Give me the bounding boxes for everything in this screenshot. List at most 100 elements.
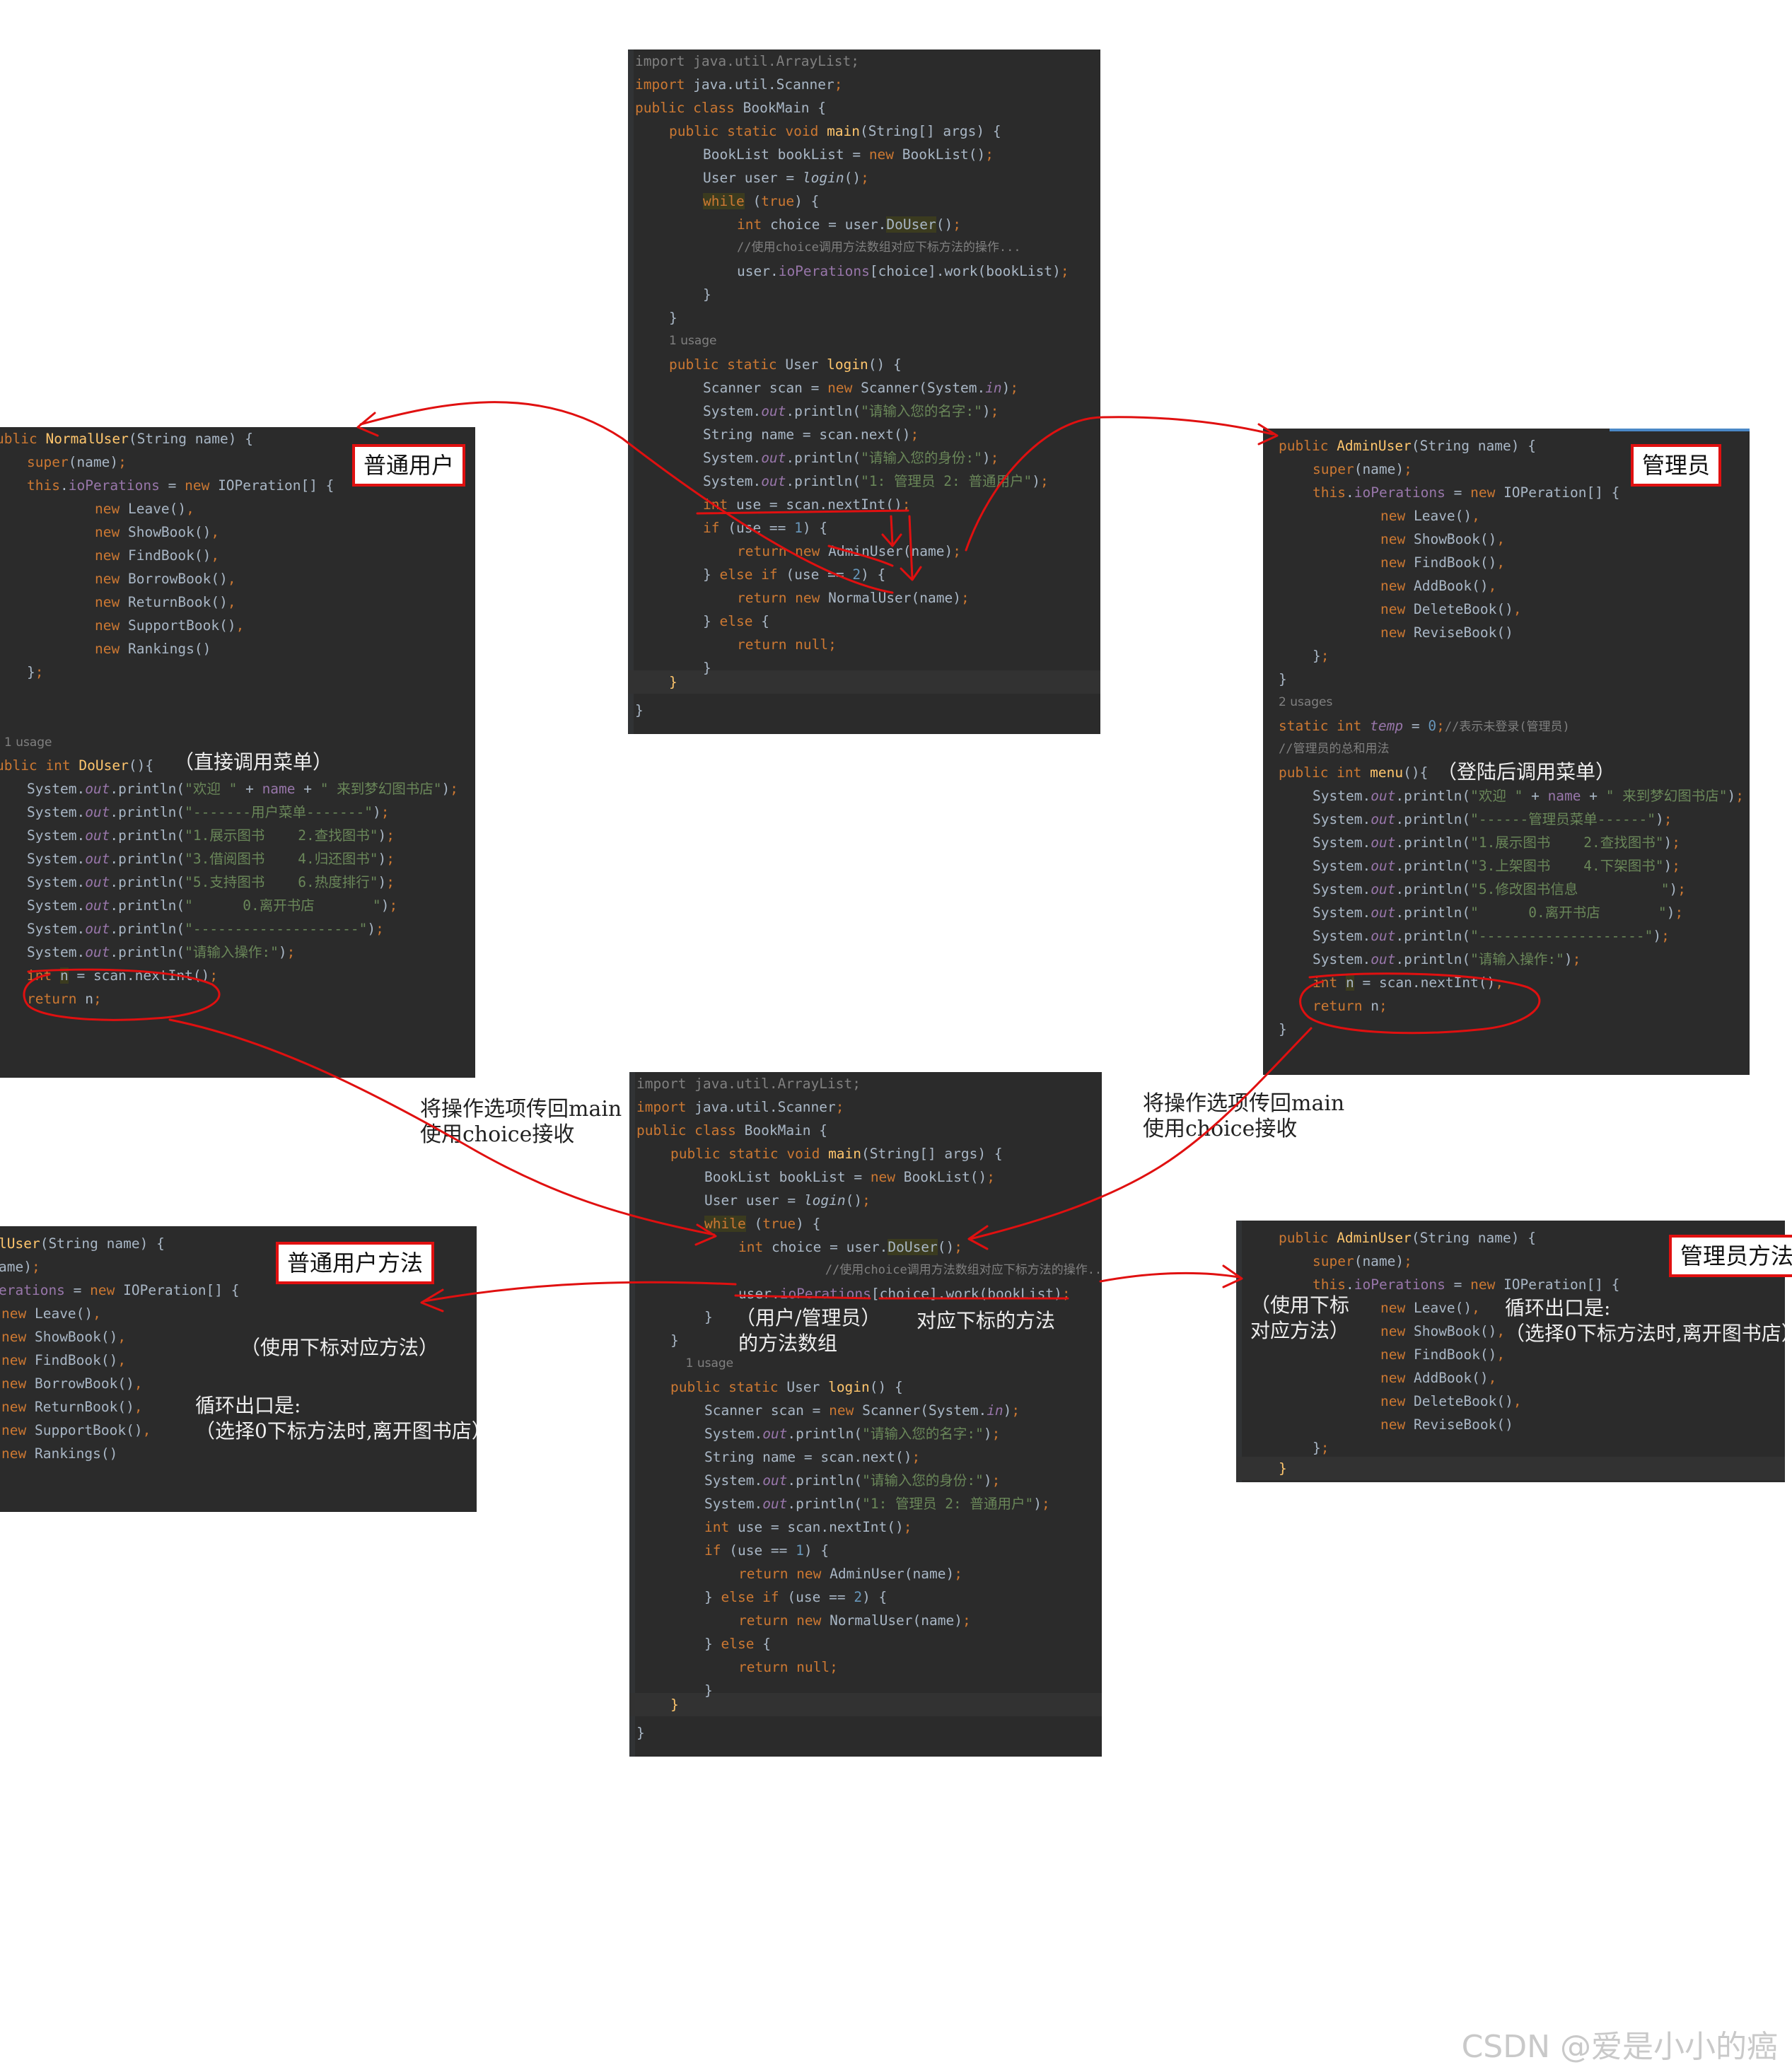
code-line: new FindBook(),: [1380, 554, 1506, 571]
code-line: }: [704, 1309, 713, 1325]
code-line: }: [669, 310, 677, 326]
code-line: return new NormalUser(name);: [737, 590, 970, 606]
circle-admin-return: [1299, 972, 1541, 1035]
code-line: System.out.println("--------------------…: [27, 921, 384, 937]
arrow-head: [420, 1288, 444, 1313]
code-line: System.out.println("3.上架图书 4.下架图书");: [1313, 858, 1680, 874]
arrow-to-normal-methods: [423, 1281, 737, 1303]
note-return-right-1: 将操作选项传回main: [1143, 1091, 1345, 1116]
arrow-head: [1257, 423, 1279, 446]
code-line: return n;: [27, 991, 102, 1007]
arrow-to-admin-return: [881, 515, 902, 547]
note-login-menu: （登陆后调用菜单）: [1437, 760, 1616, 784]
code-line: }: [1279, 671, 1287, 687]
code-line: BookList bookList = new BookList();: [703, 146, 994, 163]
code-line: }: [670, 1332, 679, 1349]
code-line: }: [636, 1725, 645, 1741]
code-line: } else if (use == 2) {: [704, 1589, 888, 1605]
code-area: ublic NormalUser(String name) { super(na…: [0, 427, 475, 1078]
arrow-head: [1222, 1264, 1243, 1288]
code-line: System.out.println("-------用户菜单-------")…: [27, 804, 390, 820]
code-line: }: [703, 660, 711, 676]
code-line: String name = scan.next();: [704, 1449, 921, 1465]
current-line-highlight: [1236, 1457, 1785, 1480]
code-line: public AdminUser(String name) {: [1279, 438, 1536, 454]
arrow-head: [967, 1225, 989, 1250]
code-line: System.out.println("5.支持图书 6.热度排行");: [27, 874, 395, 890]
admin-user-panel: public AdminUser(String name) { super(na…: [1263, 429, 1750, 1075]
code-line: if (use == 1) {: [704, 1542, 830, 1559]
code-line: new AddBook(),: [1380, 578, 1497, 594]
arrow-admin-to-choice: [969, 1027, 1313, 1240]
code-line: import java.util.Scanner;: [636, 1099, 844, 1115]
main-class-panel-bottom: import java.util.ArrayList; import java.…: [629, 1072, 1102, 1757]
code-line: import java.util.Scanner;: [635, 76, 843, 93]
code-line: while (true) {: [703, 193, 820, 209]
code-line: new ReviseBook(): [1380, 1416, 1513, 1433]
arrow-login-to-normal-user: [359, 401, 894, 594]
code-line: System.out.println("欢迎 " + name + " 来到梦幻…: [27, 781, 458, 797]
code-line: System.out.println("请输入您的身份:");: [704, 1472, 1001, 1489]
code-line: new Rankings(): [95, 641, 211, 657]
code-line: return null;: [737, 636, 837, 653]
arrow-else-if: [827, 545, 894, 567]
code-line: public int menu(){: [1279, 764, 1429, 781]
code-line: }: [1279, 1021, 1287, 1037]
arrow-head: [356, 412, 379, 437]
code-line: this.ioPerations = new IOPeration[] {: [27, 477, 334, 494]
code-line: return n;: [1313, 998, 1387, 1014]
code-line: Scanner scan = new Scanner(System.in);: [704, 1402, 1020, 1419]
code-line: System.out.println("请输入您的名字:");: [704, 1426, 1001, 1442]
code-line: ame);: [0, 1259, 40, 1275]
code-line: new ShowBook(),: [1380, 531, 1506, 547]
code-line: new Leave(),: [1380, 1300, 1480, 1316]
note-index-method: 对应下标的方法: [917, 1309, 1056, 1332]
code-line: System.out.println("1: 管理员 2: 普通用户");: [703, 473, 1049, 489]
code-line: int choice = user.DoUser();: [737, 216, 962, 233]
underline-use: [696, 509, 909, 515]
usage-hint: 1 usage: [4, 735, 52, 750]
code-comment: //使用choice调用方法数组对应下标方法的操作...: [737, 240, 1021, 255]
code-line: int choice = user.DoUser();: [738, 1239, 963, 1255]
code-line: new SupportBook(),: [95, 617, 245, 634]
code-line: import java.util.ArrayList;: [635, 53, 859, 69]
code-line: new Rankings(): [1, 1445, 118, 1462]
code-area: import java.util.ArrayList; import java.…: [629, 1072, 1102, 1757]
code-line: int n = scan.nextInt();: [1313, 974, 1504, 991]
note-use-index-right-2: 对应方法）: [1250, 1319, 1350, 1342]
code-line: } else {: [703, 613, 769, 629]
code-line: public AdminUser(String name) {: [1279, 1230, 1536, 1246]
code-line: new ReviseBook(): [1380, 624, 1513, 641]
code-line: if (use == 1) {: [703, 520, 828, 536]
code-line: }: [703, 286, 711, 303]
code-line: System.out.println(" 0.离开书店 ");: [1313, 904, 1684, 921]
code-line: System.out.println("3.借阅图书 4.归还图书");: [27, 851, 395, 867]
code-line: public static void main(String[] args) {: [669, 123, 1001, 139]
code-line: int n = scan.nextInt();: [27, 967, 219, 984]
code-line: new SupportBook(),: [1, 1422, 151, 1438]
editor-tab-strip: [1610, 429, 1750, 431]
code-line: return new NormalUser(name);: [738, 1612, 971, 1629]
code-line: new ShowBook(),: [95, 524, 220, 540]
code-line: }: [1279, 1460, 1287, 1477]
code-line: super(name);: [27, 454, 127, 470]
code-line: User user = login();: [704, 1192, 871, 1209]
current-line-highlight: [629, 1693, 1102, 1716]
current-line-highlight: [628, 670, 1100, 694]
code-line: System.out.println("------管理员菜单------");: [1313, 811, 1672, 827]
code-line: String name = scan.next();: [703, 426, 919, 443]
code-line: }: [669, 674, 677, 690]
code-area: public AdminUser(String name) { super(na…: [1263, 429, 1750, 1075]
code-line: new ReturnBook(),: [95, 594, 236, 610]
label-admin: 管理员: [1631, 444, 1722, 487]
code-line: new DeleteBook(),: [1380, 1393, 1522, 1409]
underline-ioperations: [734, 1294, 871, 1300]
code-line: public static void main(String[] args) {: [670, 1146, 1003, 1162]
note-direct-menu: （直接调用菜单）: [174, 750, 333, 774]
code-line: User user = login();: [703, 170, 869, 186]
code-line: System.out.println("欢迎 " + name + " 来到梦幻…: [1313, 788, 1744, 804]
code-line: System.out.println("请输入操作:");: [1313, 951, 1581, 967]
code-line: user.ioPerations[choice].work(bookList);: [737, 263, 1069, 279]
code-line: System.out.println("5.修改图书信息 ");: [1313, 881, 1686, 897]
